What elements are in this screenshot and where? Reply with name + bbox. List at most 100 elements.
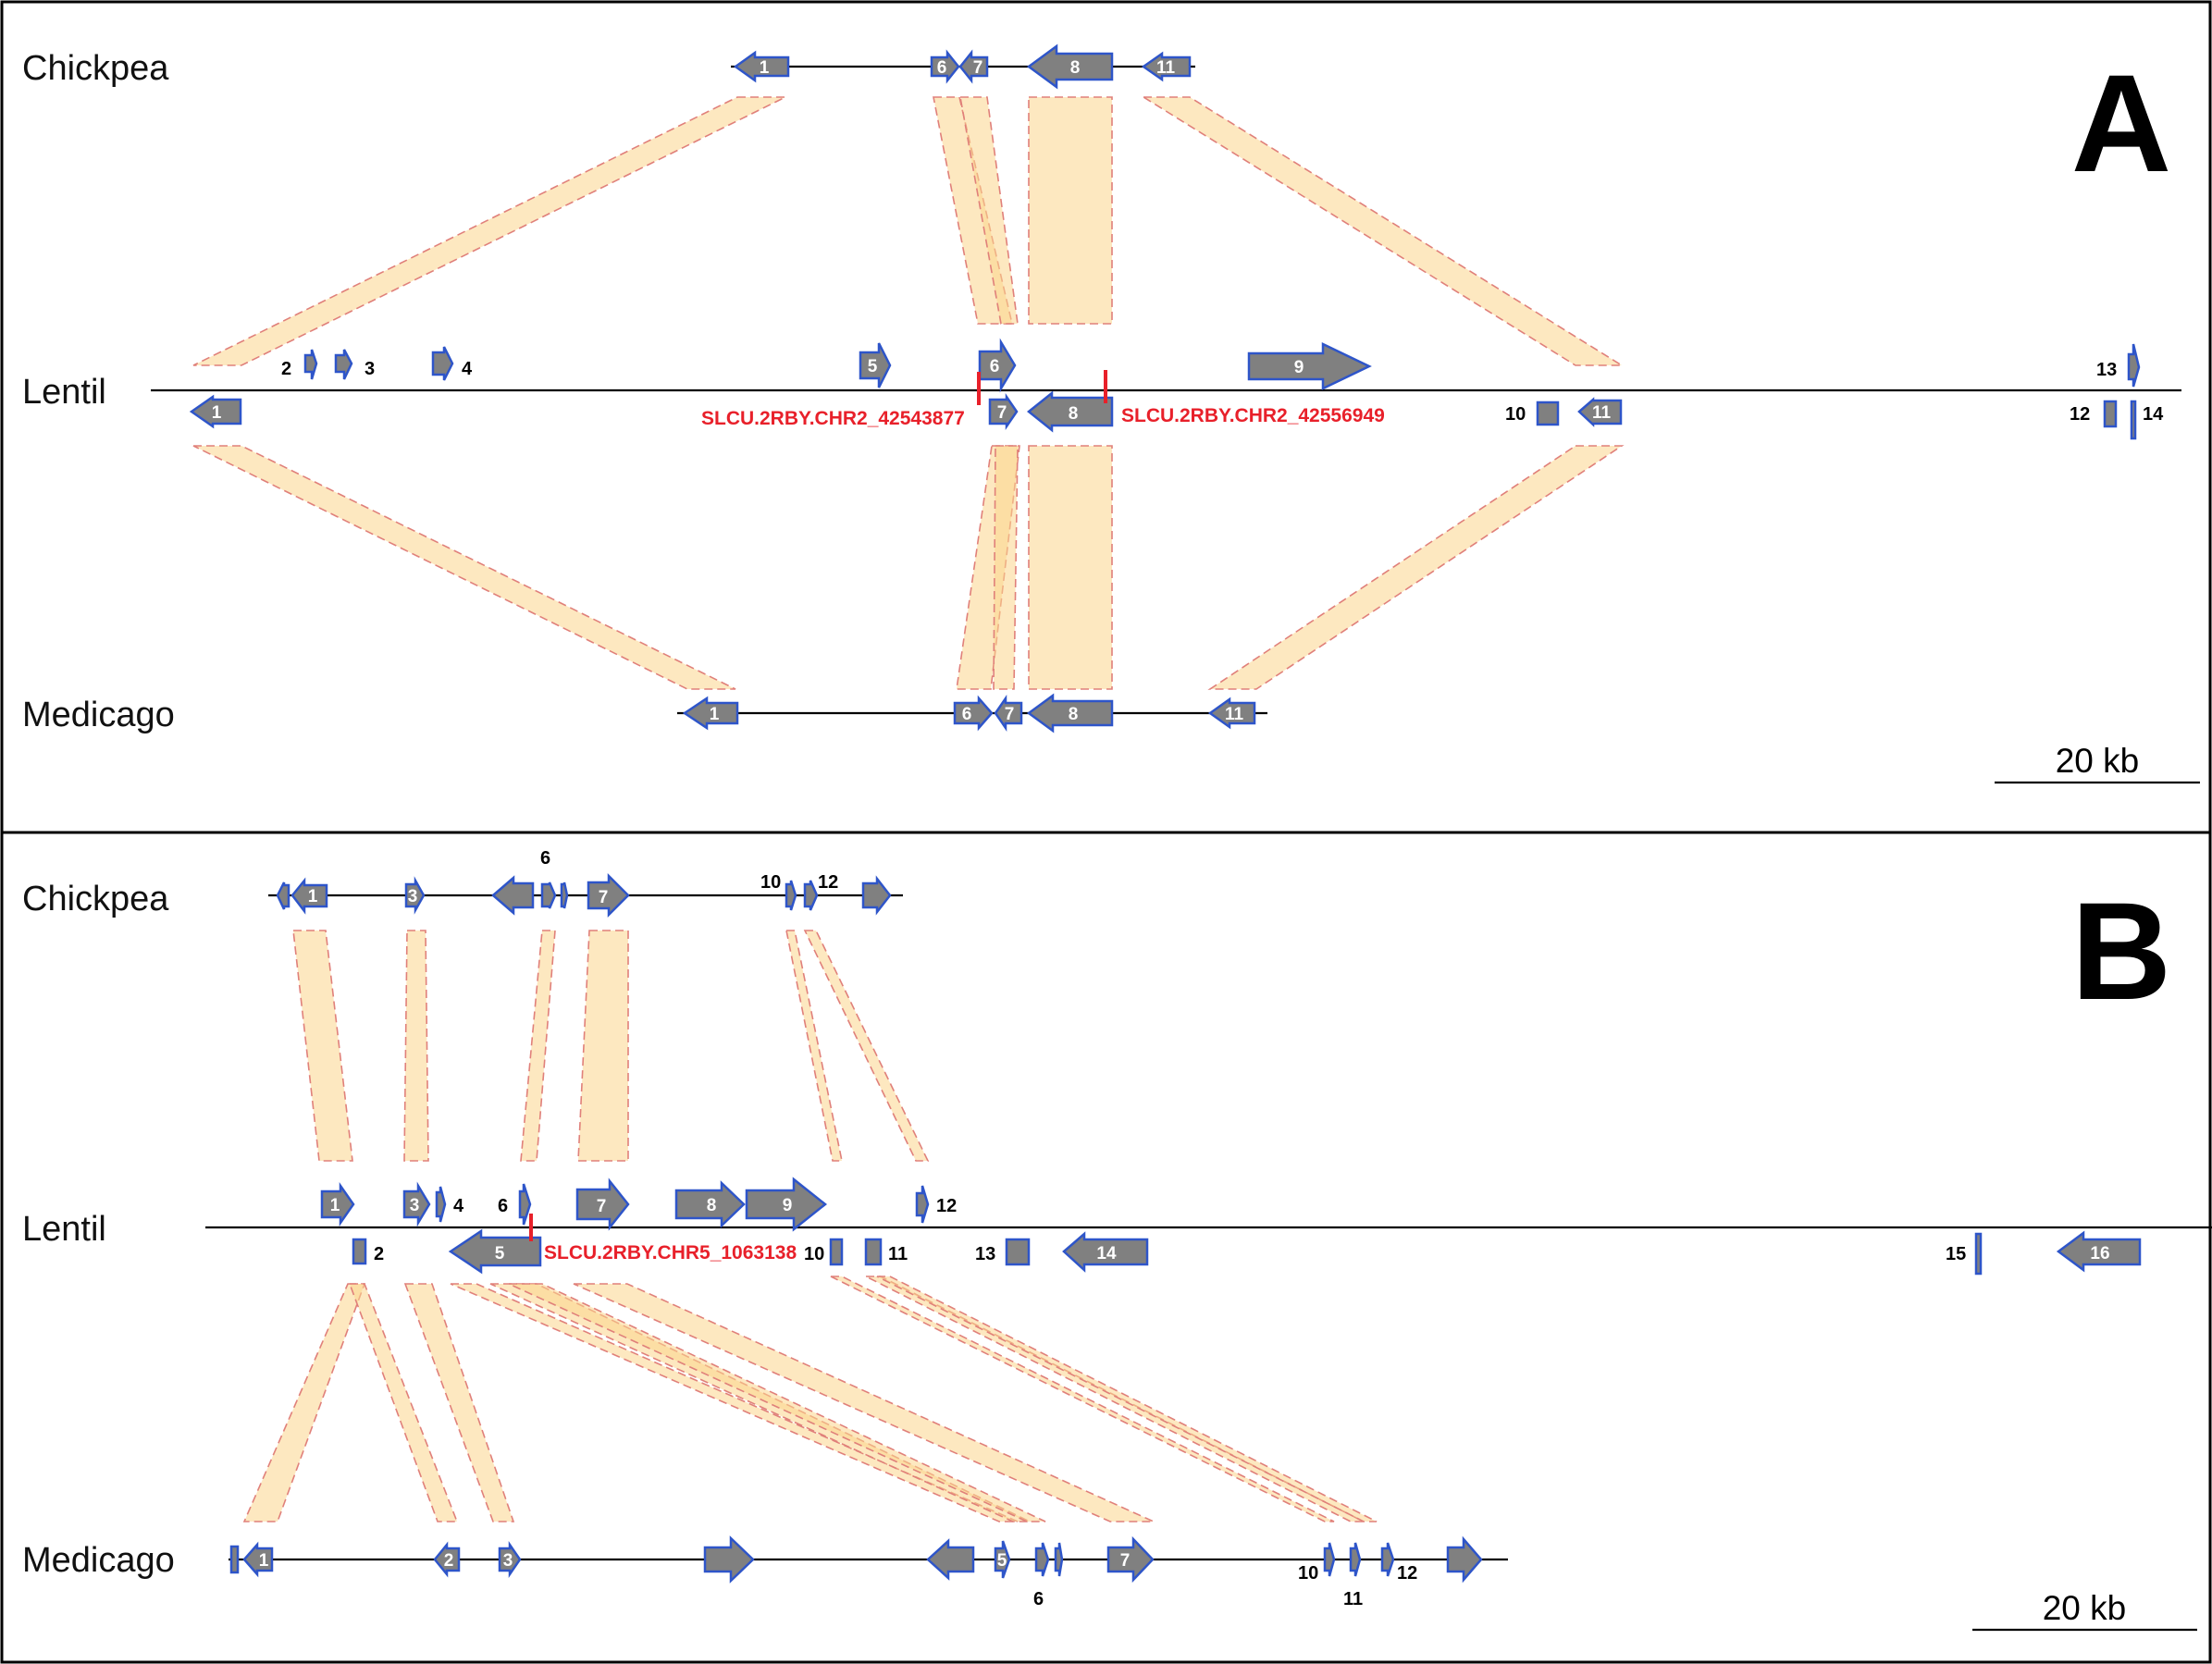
gene-arrow-right: [745, 1177, 828, 1232]
species-label-medicago: Medicago: [22, 696, 175, 734]
gene-number: 11: [1343, 1589, 1363, 1609]
gene-number: 13: [2096, 360, 2117, 380]
gene-arrow-left: [682, 696, 739, 731]
gene-arrow-left: [352, 1238, 367, 1265]
gene-arrow-left: [1026, 43, 1114, 90]
gene-number: 12: [2070, 404, 2090, 425]
gene-number: 6: [498, 1196, 508, 1216]
species-label-lentil: Lentil: [22, 373, 106, 412]
lentil-b-genes: 1 3 7 8 9 5 14 16: [320, 1177, 2142, 1276]
gene-number: 2: [374, 1244, 384, 1264]
gene-arrow-right: [1380, 1542, 1395, 1577]
gene-arrow-right: [930, 49, 960, 84]
gene-arrow-left: [448, 1228, 542, 1275]
gene-number: 7: [973, 58, 983, 78]
gene-arrow-left: [926, 1538, 975, 1581]
species-label-lentil: Lentil: [22, 1210, 106, 1249]
species-label-chickpea: Chickpea: [22, 49, 169, 88]
gene-arrow-right: [560, 881, 569, 909]
syn-link: [403, 930, 429, 1162]
gene-arrow-left: [1062, 1231, 1149, 1273]
gene-number: 9: [1294, 358, 1304, 377]
gene-arrow-left: [2056, 1230, 2142, 1273]
syn-link: [520, 930, 556, 1162]
gene-number: 10: [804, 1244, 824, 1264]
species-label-medicago: Medicago: [22, 1541, 175, 1580]
gene-arrow-right: [1034, 1542, 1050, 1577]
syn-link: [1028, 445, 1113, 690]
gene-number: 8: [1069, 404, 1079, 424]
gene-number: 8: [1070, 58, 1081, 78]
gene-number: 4: [462, 359, 473, 379]
breakpoint-label: SLCU.2RBY.CHR2_42556949: [1121, 405, 1385, 426]
medicago-b-genes: 1 2 3 5 7: [229, 1535, 1483, 1584]
syn-link: [876, 1276, 1378, 1522]
gene-arrow-right: [575, 1177, 630, 1231]
species-label-chickpea: Chickpea: [22, 880, 169, 918]
gene-arrow-left: [1005, 1238, 1031, 1266]
gene-arrow-left: [1207, 696, 1256, 730]
gene-number: 7: [997, 403, 1007, 423]
syn-link: [348, 1283, 459, 1522]
gene-number: 14: [1096, 1244, 1117, 1263]
gene-arrow-left: [290, 877, 328, 915]
syn-link: [573, 1283, 1155, 1522]
gene-arrow-left: [1141, 51, 1192, 82]
gene-number: 7: [1120, 1551, 1131, 1571]
gene-number: 13: [975, 1244, 995, 1264]
gene-arrow-left: [829, 1238, 844, 1266]
gene-number: 4: [453, 1196, 464, 1216]
gene-number: 3: [365, 359, 375, 379]
gene-number: 12: [1397, 1563, 1417, 1584]
gene-number: 6: [1033, 1589, 1044, 1609]
panel-b-synteny-links: [242, 930, 1378, 1522]
gene-arrow-left: [958, 49, 989, 84]
gene-arrow-left: [433, 1541, 461, 1578]
lentil-a-genes: 1 5 6 9 7 8 11: [189, 338, 2141, 440]
gene-arrow-right: [320, 1182, 355, 1226]
gene-arrow-right: [431, 346, 454, 381]
gene-arrow-left: [1577, 397, 1623, 427]
chickpea-a-genes: 1 6 7 8 11: [733, 43, 1192, 90]
gene-number: 6: [962, 705, 972, 724]
gene-number: 2: [444, 1551, 454, 1571]
gene-arrow-right: [994, 1540, 1011, 1579]
gene-arrow-right: [785, 880, 797, 911]
gene-number: 15: [1946, 1244, 1966, 1264]
syn-link: [508, 1283, 1046, 1522]
gene-number: 1: [259, 1551, 269, 1571]
syn-link: [450, 1283, 1019, 1522]
gene-number: 10: [760, 872, 781, 893]
gene-number: 7: [599, 888, 609, 907]
chickpea-b-genes: 1 3 7: [276, 872, 892, 918]
gene-arrow-right: [518, 1183, 532, 1226]
gene-number: 10: [1505, 404, 1526, 425]
gene-arrow-right: [859, 342, 892, 388]
gene-arrow-right: [402, 1181, 431, 1227]
gene-arrow-left: [229, 1545, 240, 1574]
gene-arrow-right: [587, 872, 630, 918]
gene-number: 8: [1069, 705, 1079, 724]
syn-link: [192, 96, 786, 366]
gene-number: 8: [707, 1196, 717, 1215]
syn-link: [803, 930, 930, 1162]
syn-link: [403, 1283, 515, 1522]
gene-number: 16: [2090, 1244, 2109, 1263]
breakpoint-label: SLCU.2RBY.CHR2_42543877: [701, 408, 965, 429]
gene-arrow-right: [435, 1186, 447, 1223]
gene-number: 2: [281, 359, 291, 379]
gene-number: 11: [1225, 705, 1244, 724]
gene-number: 10: [1298, 1563, 1318, 1584]
gene-number: 7: [1005, 705, 1015, 724]
gene-arrow-right: [1446, 1535, 1483, 1584]
panel-a: 1 6 7 8 11 1 5 6 9 7 8: [22, 43, 2200, 784]
gene-arrow-right: [988, 392, 1019, 431]
gene-arrow-left: [2103, 400, 2118, 428]
gene-number: 11: [1592, 403, 1612, 423]
gene-number: 12: [818, 872, 838, 893]
gene-number: 3: [503, 1551, 513, 1571]
gene-arrow-left: [994, 694, 1023, 733]
gene-arrow-left: [733, 50, 790, 83]
gene-arrow-right: [1323, 1542, 1336, 1577]
